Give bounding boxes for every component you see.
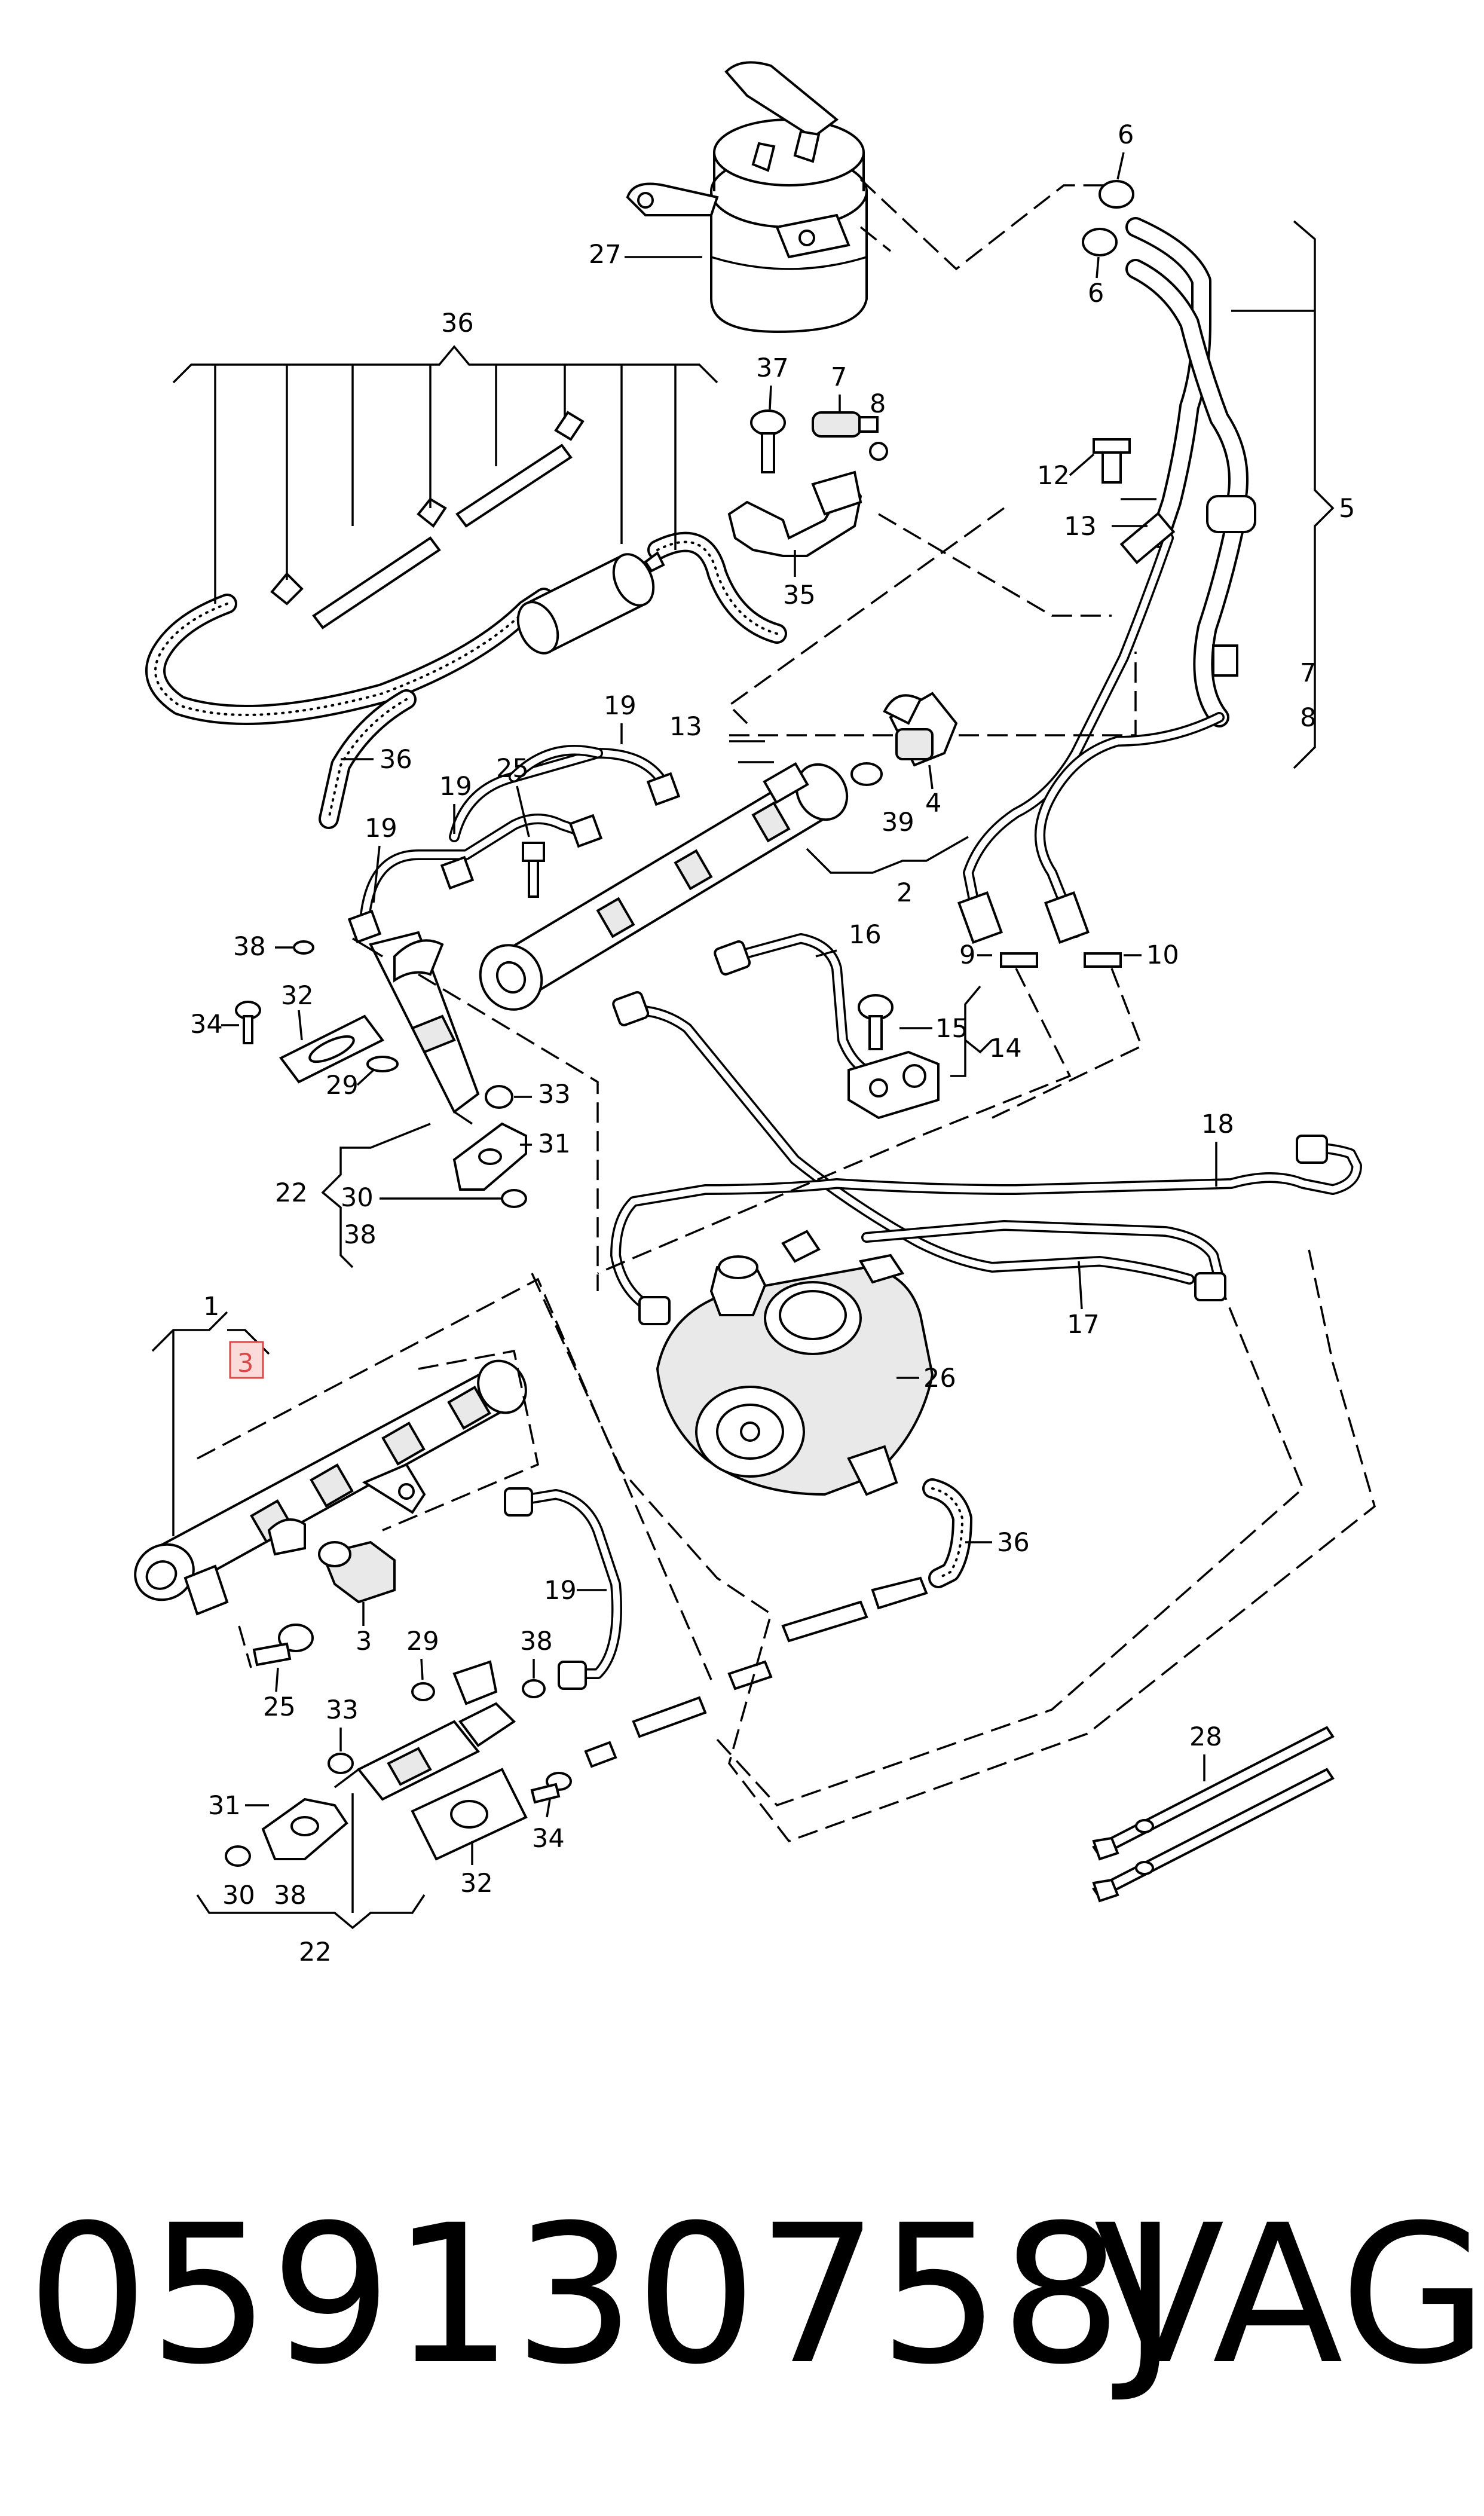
bolt-34-upper — [235, 1001, 261, 1044]
label-6a: 6 — [1118, 120, 1134, 150]
label-32a: 32 — [281, 981, 314, 1011]
nut-30-lower — [225, 1845, 251, 1867]
nut-33-upper — [485, 1085, 513, 1109]
label-13a: 13 — [669, 712, 702, 742]
pressure-regulator-4 — [883, 692, 958, 767]
seal-ring-39 — [850, 762, 883, 786]
label-33b: 33 — [326, 1695, 359, 1725]
hose-clip-6 — [1082, 180, 1134, 256]
pressure-sensor-3 — [318, 1540, 396, 1604]
fuel-injector-upper — [369, 931, 480, 1125]
fuel-hose-assembly — [957, 217, 1256, 968]
mounting-bracket-14 — [847, 1050, 940, 1120]
bolt-25 — [522, 842, 545, 898]
label-30b: 30 — [222, 1881, 255, 1910]
label-18: 18 — [1201, 1109, 1234, 1139]
label-1: 1 — [203, 1292, 219, 1322]
fuel-return-hose-36-lower — [584, 1478, 972, 1768]
label-25a: 25 — [496, 754, 529, 784]
label-5: 5 — [1339, 494, 1355, 524]
seal-29-lower — [411, 1682, 435, 1701]
label-36a: 36 — [441, 308, 474, 338]
bolt-25-lower — [252, 1624, 314, 1667]
fuel-rail-upper — [479, 762, 849, 1011]
label-7b: 7 — [1300, 658, 1316, 688]
washer-38-lower — [522, 1679, 546, 1698]
nut-30-upper — [501, 1189, 527, 1208]
label-31b: 31 — [208, 1791, 241, 1821]
clamp-32-upper — [279, 1014, 385, 1084]
label-2: 2 — [896, 878, 913, 908]
high-pressure-pipe-16 — [610, 933, 1362, 1325]
label-34a: 34 — [190, 1010, 223, 1040]
label-12: 12 — [1037, 461, 1070, 491]
seal-ring-8 — [869, 442, 888, 461]
label-27: 27 — [589, 240, 622, 270]
brand-name: VAG — [1094, 2184, 1484, 2407]
washer-38 — [293, 940, 314, 955]
label-9: 9 — [959, 940, 975, 970]
clamp-32-lower — [411, 1768, 528, 1861]
label-37: 37 — [756, 353, 789, 383]
fuel-filter-housing — [626, 61, 868, 334]
label-36c: 36 — [997, 1528, 1030, 1558]
label-31a: 31 — [538, 1129, 571, 1159]
label-13b: 13 — [1064, 512, 1097, 542]
label-17: 17 — [1067, 1310, 1100, 1340]
highlighted-part-3-marker — [229, 1341, 264, 1379]
bolt-34-lower — [530, 1772, 572, 1804]
label-30a: 30 — [341, 1183, 374, 1213]
clamp-plate-31-upper — [452, 1122, 527, 1191]
label-19c: 19 — [365, 814, 397, 843]
label-3: 3 — [356, 1627, 372, 1656]
label-29a: 29 — [326, 1071, 359, 1100]
label-33a: 33 — [538, 1080, 571, 1109]
injector-pipes-19 — [347, 745, 681, 944]
label-38c: 38 — [520, 1627, 553, 1656]
label-36b: 36 — [380, 745, 412, 775]
label-8b: 8 — [1300, 703, 1316, 733]
label-26: 26 — [923, 1364, 956, 1393]
high-pressure-pump-26 — [656, 1254, 934, 1496]
label-22b: 22 — [299, 1937, 332, 1967]
seal-29-upper — [366, 1056, 399, 1072]
label-14: 14 — [989, 1034, 1022, 1063]
label-15: 15 — [935, 1014, 968, 1044]
label-25b: 25 — [263, 1692, 296, 1722]
label-29b: 29 — [406, 1627, 439, 1656]
label-3-highlighted: 3 — [237, 1349, 253, 1378]
nut-33-lower — [328, 1753, 354, 1774]
label-8a: 8 — [870, 389, 886, 419]
label-19b: 19 — [439, 772, 472, 802]
label-4: 4 — [925, 788, 941, 818]
label-38b: 38 — [344, 1220, 377, 1250]
clamp-plate-31-lower — [261, 1797, 348, 1860]
screw-12 — [1093, 438, 1131, 484]
bracket-35 — [727, 470, 862, 557]
label-32b: 32 — [460, 1869, 493, 1899]
label-22a: 22 — [275, 1178, 308, 1208]
cable-ties-28 — [1092, 1726, 1335, 1903]
injector-pipe-19-lower — [504, 1487, 622, 1690]
label-35: 35 — [783, 580, 816, 610]
label-34b: 34 — [532, 1824, 565, 1854]
label-38d: 38 — [274, 1881, 307, 1910]
label-7a: 7 — [831, 362, 847, 392]
label-28: 28 — [1189, 1722, 1222, 1752]
fuel-rail-lower — [134, 1359, 527, 1616]
pressure-sensor-7 — [812, 411, 879, 438]
label-38a: 38 — [233, 932, 266, 962]
label-19d: 19 — [544, 1576, 577, 1606]
label-6b: 6 — [1088, 279, 1104, 308]
fuel-injector-lower — [333, 1660, 516, 1801]
screw-15 — [858, 994, 894, 1050]
label-10: 10 — [1146, 940, 1179, 970]
label-16: 16 — [849, 920, 882, 950]
label-39: 39 — [882, 808, 914, 837]
label-19a: 19 — [604, 691, 637, 721]
part-number: 059130758J — [27, 2184, 1179, 2407]
fuel-return-hose-36 — [145, 411, 787, 829]
bolt-37 — [750, 409, 786, 473]
